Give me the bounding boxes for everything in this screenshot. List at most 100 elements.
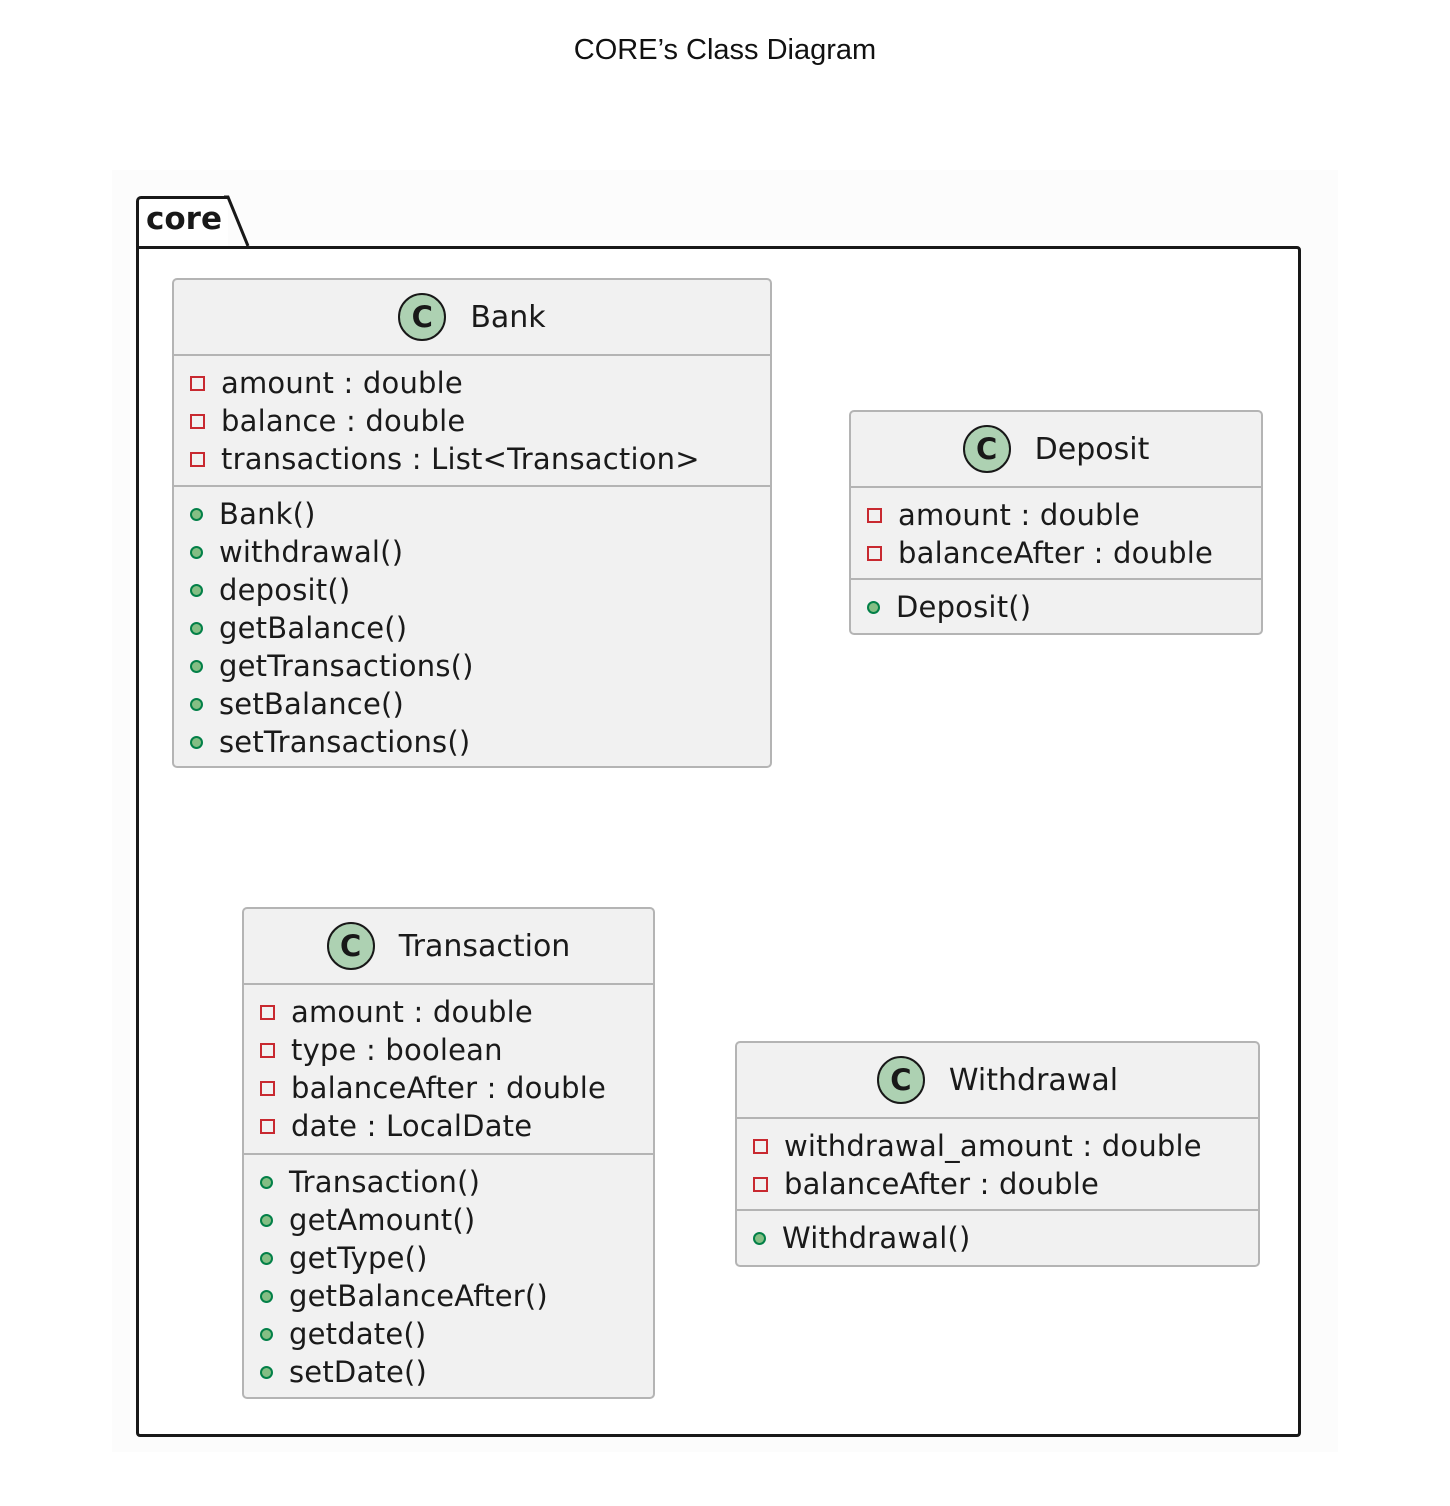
public-visibility-icon bbox=[190, 621, 203, 635]
attribute-text: amount : double bbox=[898, 498, 1140, 532]
method-row: getTransactions() bbox=[174, 647, 770, 685]
method-text: setDate() bbox=[289, 1355, 428, 1389]
attribute-text: balanceAfter : double bbox=[784, 1167, 1100, 1201]
attribute-row: balanceAfter : double bbox=[737, 1165, 1258, 1203]
private-visibility-icon bbox=[190, 413, 205, 429]
class-icon: C bbox=[326, 922, 375, 970]
attribute-text: amount : double bbox=[221, 366, 463, 400]
attribute-text: balanceAfter : double bbox=[898, 536, 1214, 570]
method-row: setTransactions() bbox=[174, 723, 770, 761]
method-row: setBalance() bbox=[174, 685, 770, 723]
public-visibility-icon bbox=[867, 600, 880, 614]
class-deposit[interactable]: C Deposit amount : double balanceAfter :… bbox=[849, 410, 1263, 635]
private-visibility-icon bbox=[260, 1118, 275, 1134]
attribute-row: transactions : List<Transaction> bbox=[174, 440, 770, 478]
attribute-text: withdrawal_amount : double bbox=[784, 1129, 1202, 1163]
method-row: Deposit() bbox=[851, 588, 1261, 626]
public-visibility-icon bbox=[260, 1213, 273, 1227]
method-row: deposit() bbox=[174, 571, 770, 609]
method-row: getdate() bbox=[244, 1315, 653, 1353]
private-visibility-icon bbox=[260, 1004, 275, 1020]
method-row: Transaction() bbox=[244, 1163, 653, 1201]
method-text: Transaction() bbox=[289, 1165, 481, 1199]
class-withdrawal[interactable]: C Withdrawal withdrawal_amount : double … bbox=[735, 1041, 1260, 1267]
attribute-row: withdrawal_amount : double bbox=[737, 1127, 1258, 1165]
class-name: Bank bbox=[470, 299, 546, 335]
attribute-row: date : LocalDate bbox=[244, 1107, 653, 1145]
private-visibility-icon bbox=[867, 507, 882, 523]
private-visibility-icon bbox=[260, 1080, 275, 1096]
public-visibility-icon bbox=[260, 1327, 273, 1341]
attribute-text: date : LocalDate bbox=[291, 1109, 533, 1143]
public-visibility-icon bbox=[753, 1231, 766, 1245]
class-name: Deposit bbox=[1034, 431, 1150, 467]
method-text: getAmount() bbox=[289, 1203, 476, 1237]
attribute-row: type : boolean bbox=[244, 1031, 653, 1069]
public-visibility-icon bbox=[260, 1365, 273, 1379]
package-tab-slant bbox=[224, 195, 250, 247]
public-visibility-icon bbox=[190, 545, 203, 559]
methods-section: Transaction() getAmount() getType() getB… bbox=[244, 1155, 653, 1391]
public-visibility-icon bbox=[260, 1289, 273, 1303]
attribute-row: amount : double bbox=[244, 993, 653, 1031]
attribute-text: balance : double bbox=[221, 404, 466, 438]
method-text: deposit() bbox=[219, 573, 351, 607]
public-visibility-icon bbox=[260, 1251, 273, 1265]
class-header: C Transaction bbox=[244, 909, 653, 985]
attributes-section: amount : double type : boolean balanceAf… bbox=[244, 985, 653, 1155]
class-icon: C bbox=[876, 1056, 925, 1104]
class-header: C Deposit bbox=[851, 412, 1261, 488]
method-row: withdrawal() bbox=[174, 533, 770, 571]
method-text: setBalance() bbox=[219, 687, 405, 721]
private-visibility-icon bbox=[190, 451, 205, 467]
method-text: getBalance() bbox=[219, 611, 408, 645]
package-label: core bbox=[146, 201, 222, 237]
method-text: withdrawal() bbox=[219, 535, 404, 569]
method-row: Bank() bbox=[174, 495, 770, 533]
public-visibility-icon bbox=[190, 583, 203, 597]
private-visibility-icon bbox=[190, 375, 205, 391]
method-text: getTransactions() bbox=[219, 649, 474, 683]
method-row: setDate() bbox=[244, 1353, 653, 1391]
diagram-caption: CORE’s Class Diagram bbox=[573, 34, 877, 66]
method-text: setTransactions() bbox=[219, 725, 471, 759]
attribute-row: amount : double bbox=[851, 496, 1261, 534]
class-header: C Bank bbox=[174, 280, 770, 356]
method-text: Withdrawal() bbox=[782, 1221, 971, 1255]
method-text: getBalanceAfter() bbox=[289, 1279, 548, 1313]
attribute-row: balance : double bbox=[174, 402, 770, 440]
public-visibility-icon bbox=[190, 735, 203, 749]
public-visibility-icon bbox=[190, 507, 203, 521]
class-header: C Withdrawal bbox=[737, 1043, 1258, 1119]
private-visibility-icon bbox=[867, 545, 882, 561]
attributes-section: amount : double balanceAfter : double bbox=[851, 488, 1261, 580]
method-row: getBalance() bbox=[174, 609, 770, 647]
methods-section: Deposit() bbox=[851, 580, 1261, 626]
method-row: getBalanceAfter() bbox=[244, 1277, 653, 1315]
public-visibility-icon bbox=[190, 697, 203, 711]
class-icon: C bbox=[398, 293, 447, 341]
class-name: Transaction bbox=[398, 928, 571, 964]
method-row: Withdrawal() bbox=[737, 1219, 1258, 1257]
private-visibility-icon bbox=[753, 1138, 768, 1154]
public-visibility-icon bbox=[190, 659, 203, 673]
method-text: Deposit() bbox=[896, 590, 1032, 624]
class-name: Withdrawal bbox=[948, 1062, 1119, 1098]
class-icon: C bbox=[962, 425, 1011, 473]
method-text: Bank() bbox=[219, 497, 316, 531]
method-text: getType() bbox=[289, 1241, 428, 1275]
method-row: getType() bbox=[244, 1239, 653, 1277]
private-visibility-icon bbox=[753, 1176, 768, 1192]
attribute-row: balanceAfter : double bbox=[244, 1069, 653, 1107]
attribute-row: amount : double bbox=[174, 364, 770, 402]
attribute-text: balanceAfter : double bbox=[291, 1071, 607, 1105]
class-transaction[interactable]: C Transaction amount : double type : boo… bbox=[242, 907, 655, 1399]
method-text: getdate() bbox=[289, 1317, 427, 1351]
attributes-section: withdrawal_amount : double balanceAfter … bbox=[737, 1119, 1258, 1211]
attribute-text: transactions : List<Transaction> bbox=[221, 442, 700, 476]
class-bank[interactable]: C Bank amount : double balance : double … bbox=[172, 278, 772, 768]
attribute-text: type : boolean bbox=[291, 1033, 503, 1067]
package-tab bbox=[136, 196, 228, 246]
attributes-section: amount : double balance : double transac… bbox=[174, 356, 770, 487]
method-row: getAmount() bbox=[244, 1201, 653, 1239]
